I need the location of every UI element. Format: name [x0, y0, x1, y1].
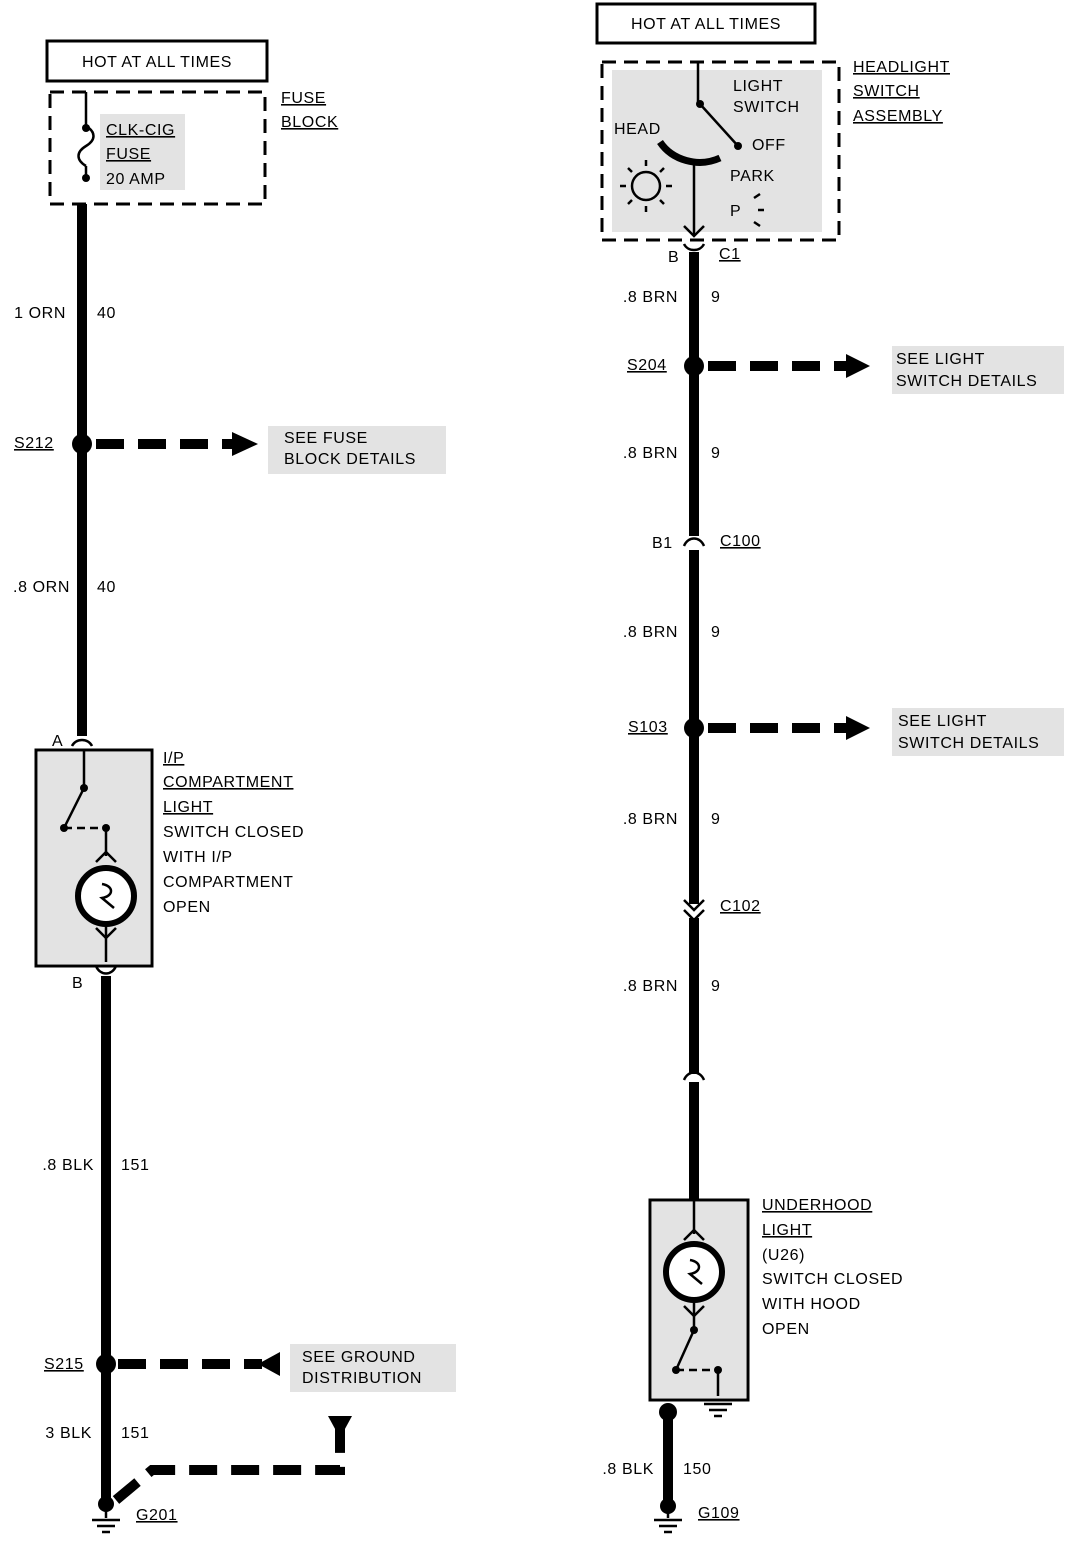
ground-g201-label: G201	[136, 1507, 178, 1524]
fuse-block-box	[48, 90, 267, 206]
underhood-case-ground-icon	[704, 1402, 732, 1418]
connector-c1-pin: B	[668, 249, 679, 266]
underhood-lamp-label-5: WITH HOOD	[762, 1296, 861, 1313]
ip-lamp-box	[34, 748, 154, 968]
right-wire-5-circuit: 9	[711, 978, 721, 995]
left-wire-1-size: 1 ORN	[14, 305, 66, 322]
right-wire-3-circuit: 9	[711, 624, 721, 641]
switch-pos-off: OFF	[752, 137, 786, 154]
fuse-word: FUSE	[106, 146, 151, 163]
splice-s103-label: S103	[628, 719, 668, 736]
underhood-lamp-label-3: (U26)	[762, 1247, 805, 1264]
left-wire-2-circuit: 40	[97, 579, 116, 596]
left-power-box	[45, 39, 269, 83]
ground-branch-dashed	[112, 1428, 345, 1504]
headlight-assembly-label-1: HEADLIGHT	[853, 59, 950, 76]
lamp-sun-icon	[620, 160, 672, 212]
right-wire-2-size: .8 BRN	[623, 445, 678, 462]
ip-lamp-label-2: COMPARTMENT	[163, 774, 293, 791]
switch-pos-p: P	[730, 203, 741, 220]
s212-note-1: SEE FUSE	[284, 430, 368, 447]
splice-s212-label: S212	[14, 435, 54, 452]
s103-arrow	[846, 716, 870, 740]
splice-s215-label: S215	[44, 1356, 84, 1373]
right-wire-4-size: .8 BRN	[623, 811, 678, 828]
s215-arrow	[258, 1352, 280, 1376]
ip-lamp-pin-b: B	[72, 975, 83, 992]
ip-lamp-label-1: I/P	[163, 750, 184, 767]
left-wire-4-circuit: 151	[121, 1425, 150, 1442]
right-wire-6-circuit: 150	[683, 1461, 712, 1478]
right-wire-2-circuit: 9	[711, 445, 721, 462]
ip-lamp-connector-a	[70, 738, 94, 747]
s212-arrow	[232, 432, 258, 456]
left-wire-4-size: 3 BLK	[45, 1425, 92, 1442]
left-wire-2-size: .8 ORN	[13, 579, 70, 596]
underhood-lamp-label-6: OPEN	[762, 1321, 810, 1338]
right-wire-1-circuit: 9	[711, 289, 721, 306]
left-circuit: HOT AT ALL TIMES FUSE BLOCK CLK-CIG FUSE…	[13, 39, 456, 1534]
connector-c1	[682, 243, 706, 252]
connector-c1-id: C1	[719, 246, 741, 263]
splice-s204-label: S204	[627, 357, 667, 374]
switch-pos-head: HEAD	[614, 121, 661, 138]
ground-g109-label: G109	[698, 1505, 740, 1522]
fuse-symbol	[77, 92, 95, 182]
s103-note-2: SWITCH DETAILS	[898, 735, 1039, 752]
light-switch-label-1: LIGHT	[733, 78, 783, 95]
inline-connector	[682, 1071, 706, 1081]
ip-lamp-switch-blade	[62, 787, 86, 829]
light-switch-symbol	[657, 62, 742, 238]
fuse-block-label-1: FUSE	[281, 90, 326, 107]
s204-arrow	[846, 354, 870, 378]
ip-lamp-connector-b	[94, 965, 118, 975]
ground-branch-arrow	[328, 1416, 352, 1438]
underhood-lamp-box	[648, 1198, 750, 1402]
s204-note-2: SWITCH DETAILS	[896, 373, 1037, 390]
underhood-lamp-label-1: UNDERHOOD	[762, 1197, 872, 1214]
right-wire-3-size: .8 BRN	[623, 624, 678, 641]
left-wire-1-circuit: 40	[97, 305, 116, 322]
s215-note-2: DISTRIBUTION	[302, 1370, 422, 1387]
underhood-switch-blade	[674, 1329, 696, 1371]
connector-c100-id: C100	[720, 533, 761, 550]
fuse-name: CLK-CIG	[106, 122, 175, 139]
right-power-label: HOT AT ALL TIMES	[631, 16, 781, 33]
underhood-lamp-label-4: SWITCH CLOSED	[762, 1271, 903, 1288]
s204-note-1: SEE LIGHT	[896, 351, 985, 368]
s212-note-2: BLOCK DETAILS	[284, 451, 416, 468]
left-power-label: HOT AT ALL TIMES	[82, 54, 232, 71]
left-wire-3-circuit: 151	[121, 1157, 150, 1174]
ip-lamp-label-7: OPEN	[163, 899, 211, 916]
s215-note-1: SEE GROUND	[302, 1349, 416, 1366]
ip-lamp-label-5: WITH I/P	[163, 849, 233, 866]
fuse-block-label-2: BLOCK	[281, 114, 338, 131]
right-wire-4-circuit: 9	[711, 811, 721, 828]
s103-note-1: SEE LIGHT	[898, 713, 987, 730]
left-wire-3-size: .8 BLK	[42, 1157, 94, 1174]
park-indicator-icon	[753, 192, 764, 228]
right-wire-6-size: .8 BLK	[602, 1461, 654, 1478]
ip-lamp-label-3: LIGHT	[163, 799, 213, 816]
headlight-assembly-label-3: ASSEMBLY	[853, 108, 943, 125]
light-switch-label-2: SWITCH	[733, 99, 800, 116]
ground-g201-icon	[92, 1504, 120, 1534]
right-circuit: HOT AT ALL TIMES HEADLIGHT SWITCH ASSEMB…	[595, 2, 1064, 1534]
right-wire-5-size: .8 BRN	[623, 978, 678, 995]
right-wire-1-size: .8 BRN	[623, 289, 678, 306]
connector-c102-id: C102	[720, 898, 761, 915]
headlight-assembly-label-2: SWITCH	[853, 83, 920, 100]
right-power-box	[595, 2, 817, 45]
headlight-switch-box	[600, 60, 841, 242]
ip-lamp-pin-a: A	[52, 733, 63, 750]
underhood-lamp-label-2: LIGHT	[762, 1222, 812, 1239]
ip-lamp-label-4: SWITCH CLOSED	[163, 824, 304, 841]
ground-g109-icon	[654, 1506, 682, 1534]
connector-c100-pin: B1	[652, 535, 673, 552]
ip-lamp-label-6: COMPARTMENT	[163, 874, 293, 891]
switch-pos-park: PARK	[730, 168, 775, 185]
connector-c100	[682, 537, 706, 547]
fuse-rating: 20 AMP	[106, 171, 166, 188]
